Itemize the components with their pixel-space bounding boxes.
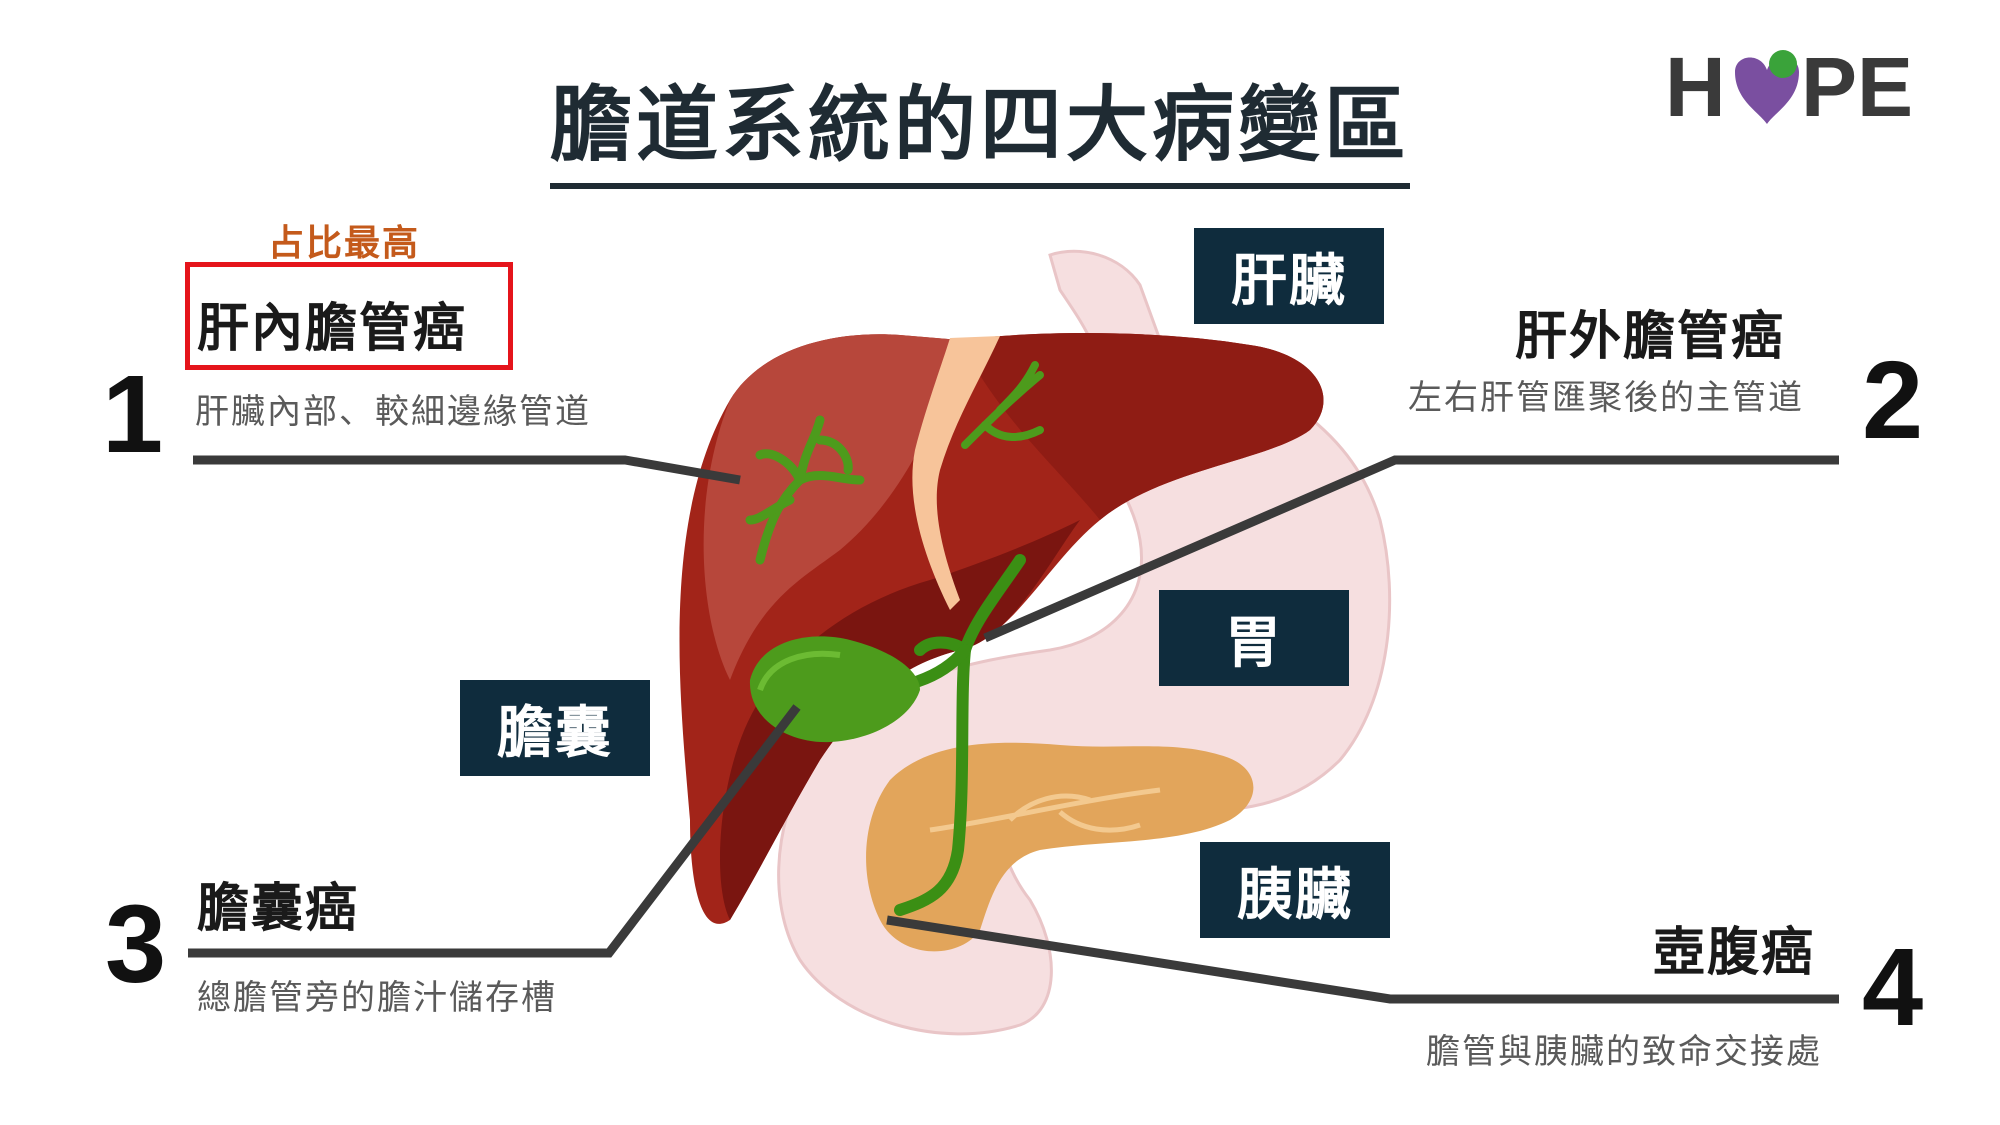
leader-line-1 — [193, 455, 741, 485]
leader-line-3 — [188, 704, 801, 958]
region-2-name: 肝外膽管癌 — [1515, 307, 1786, 367]
logo-letter-h: H — [1665, 42, 1726, 132]
region-1-name: 肝內膽管癌 — [197, 299, 468, 359]
region-2-desc: 左右肝管匯聚後的主管道 — [1408, 378, 1804, 418]
leader-line-2 — [983, 455, 1839, 643]
region-3-name: 膽囊癌 — [197, 879, 360, 939]
right-hepatic-ducts — [961, 361, 1044, 449]
leader-line-4 — [886, 915, 1839, 1004]
label-liver: 肝臟 — [1194, 228, 1384, 324]
intrahepatic-ducts — [745, 415, 865, 565]
label-stomach: 胃 — [1159, 590, 1349, 686]
label-pancreas: 胰臟 — [1200, 842, 1390, 938]
region-1-desc: 肝臟內部、較細邊緣管道 — [195, 392, 591, 432]
label-gallbladder: 膽囊 — [460, 680, 650, 776]
region-4-desc: 膽管與胰臟的致命交接處 — [1426, 1032, 1822, 1072]
region-1-number: 1 — [102, 353, 164, 476]
region-1-highlight-box — [185, 262, 513, 370]
leader-lines — [188, 455, 1839, 1004]
region-2-number: 2 — [1862, 339, 1924, 462]
region-1-note: 占比最高 — [268, 223, 421, 264]
region-4-name: 壺腹癌 — [1653, 923, 1816, 983]
logo-dot-icon — [1769, 50, 1797, 78]
page-title: 膽道系統的四大病變區 — [0, 58, 1960, 189]
hope-logo: H PE — [1665, 42, 1913, 132]
page-title-text: 膽道系統的四大病變區 — [549, 58, 1410, 189]
region-3-desc: 總膽管旁的膽汁儲存槽 — [197, 978, 557, 1018]
logo-letters-pe: PE — [1801, 42, 1913, 132]
pancreas-shape — [866, 742, 1254, 952]
region-4-number: 4 — [1862, 926, 1924, 1049]
region-3-number: 3 — [105, 883, 167, 1006]
